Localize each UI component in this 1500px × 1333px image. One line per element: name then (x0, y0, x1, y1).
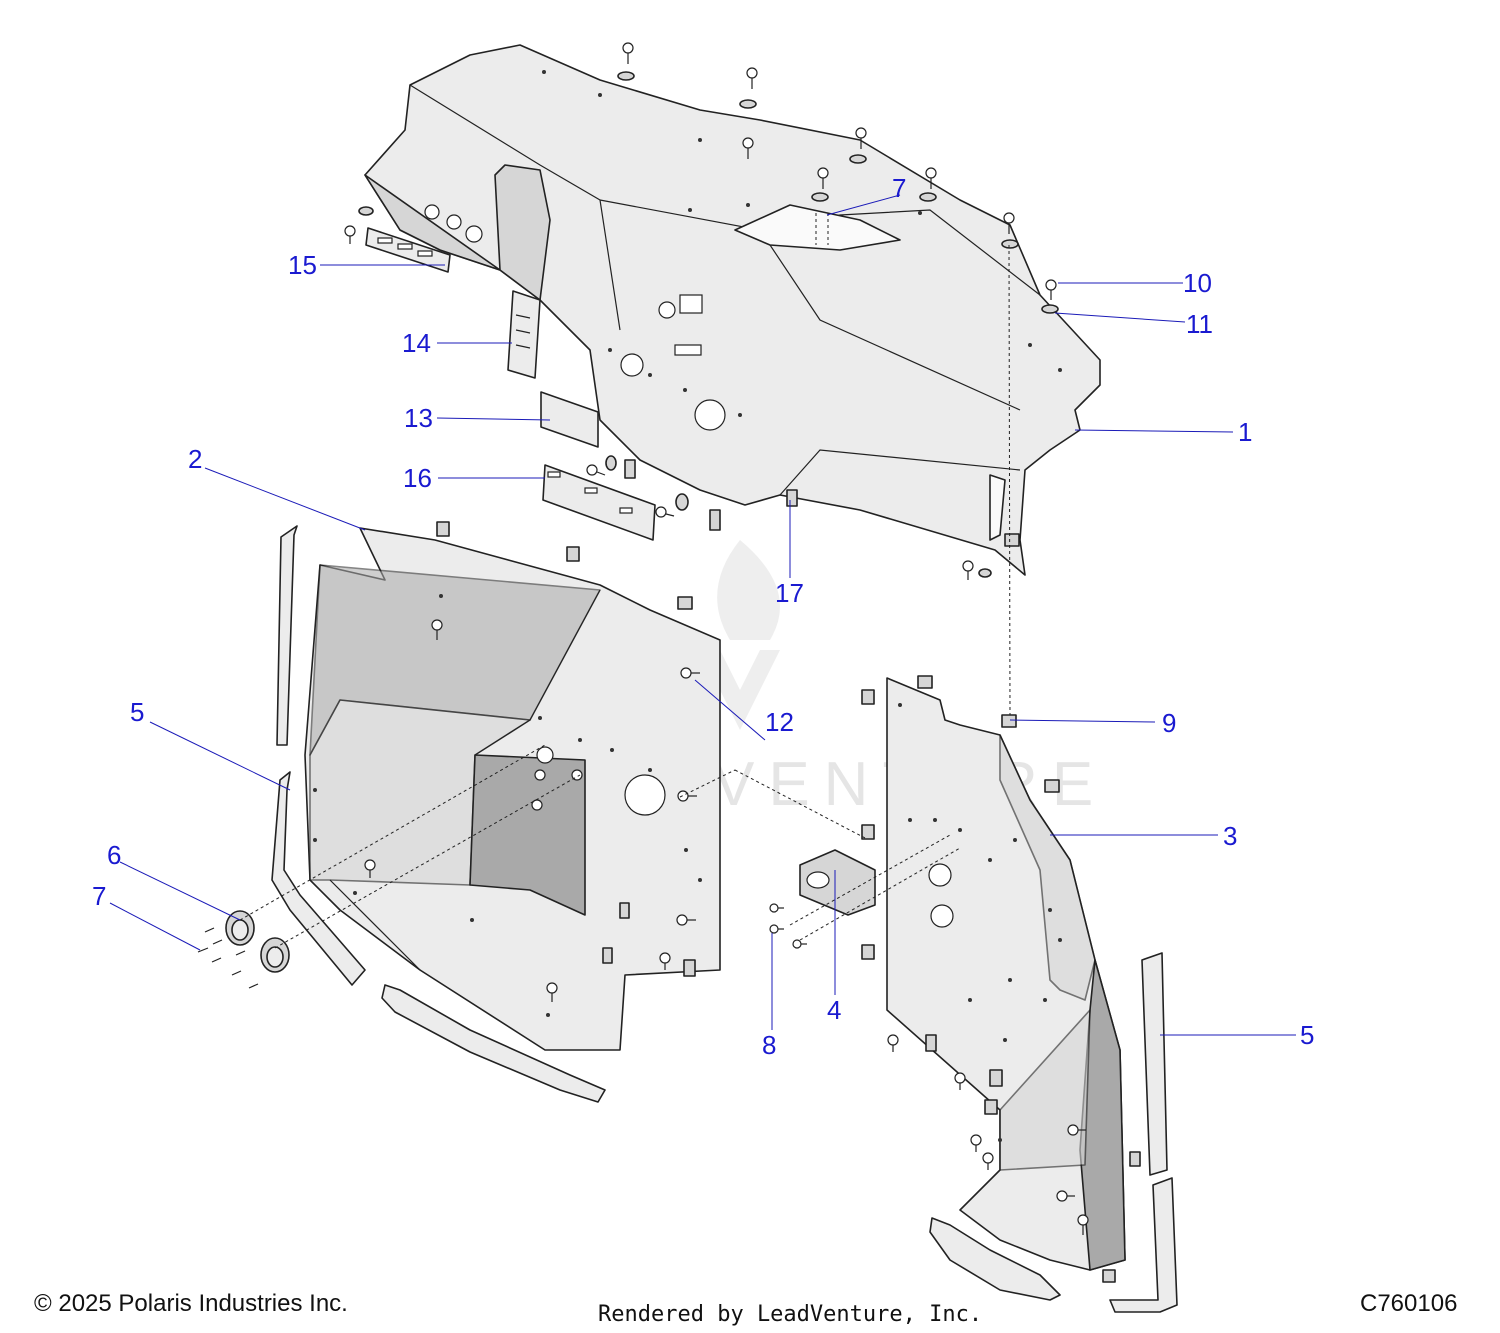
part-4-bracket (679, 769, 961, 949)
bolt-icon (982, 1152, 994, 1170)
bolt-icon (855, 127, 867, 149)
decal-14 (507, 290, 541, 379)
callout-4: 4 (827, 995, 841, 1025)
bolt-icon (970, 1134, 982, 1152)
screw-icon (769, 903, 784, 913)
bolt-icon (887, 1034, 899, 1052)
callout-13: 13 (404, 403, 433, 433)
bolt-icon (954, 1072, 966, 1090)
part-5-left-strips (271, 525, 606, 1103)
bolt-icon (344, 225, 356, 244)
bolt-icon (925, 167, 937, 189)
diagram-code: C760106 (1360, 1290, 1458, 1317)
bolt-icon (586, 464, 606, 476)
bolt-icon (1067, 1124, 1086, 1136)
bolt-icon (546, 982, 558, 1002)
callout-12: 12 (765, 707, 794, 737)
bolt-icon (1056, 1190, 1075, 1202)
callout-17: 17 (775, 578, 804, 608)
bolt-icon (677, 790, 697, 802)
callout-8: 8 (762, 1030, 776, 1060)
bolt-icon (1077, 1214, 1089, 1235)
callout-2: 2 (188, 444, 202, 474)
part-5-right-strips (929, 952, 1178, 1313)
part-2-left-panel (304, 521, 721, 1051)
bolt-icon (742, 137, 754, 159)
screw-icon (235, 950, 246, 956)
decal-13 (540, 391, 599, 448)
screw-icon (211, 957, 222, 963)
callout-15: 15 (288, 250, 317, 280)
bolt-icon (746, 67, 758, 89)
decals (365, 227, 798, 541)
screw-icon (197, 947, 209, 953)
bolt-icon (659, 952, 671, 970)
screw-icon (248, 983, 259, 989)
callout-7-top: 7 (892, 173, 906, 203)
bolt-icon (817, 167, 829, 189)
callout-10: 10 (1183, 268, 1212, 298)
callout-16: 16 (403, 463, 432, 493)
part-1-upper-panel (364, 44, 1101, 576)
callout-14: 14 (402, 328, 431, 358)
bolt-icon (622, 42, 634, 64)
callout-6: 6 (107, 840, 121, 870)
bolt-icon (655, 506, 675, 518)
bolt-icon (1045, 279, 1057, 300)
callouts: 1 2 3 4 5 5 6 7 7 8 9 10 11 12 13 14 15 … (92, 173, 1314, 1060)
screw-icon (769, 924, 784, 934)
bolt-icon (1003, 212, 1015, 234)
callout-11: 11 (1186, 309, 1213, 339)
bolt-icon (364, 859, 376, 878)
callout-5-right: 5 (1300, 1020, 1314, 1050)
screw-icon (231, 970, 242, 976)
callout-1: 1 (1238, 417, 1252, 447)
screw-icon (204, 927, 215, 933)
callout-3: 3 (1223, 821, 1237, 851)
decal-16 (542, 464, 656, 541)
rendered-by-text: Rendered by LeadVenture, Inc. (598, 1302, 983, 1327)
copyright-text: © 2025 Polaris Industries Inc. (34, 1290, 348, 1317)
callout-7-left: 7 (92, 881, 106, 911)
speaker-assembly-left (197, 744, 581, 989)
screw-icon (212, 939, 223, 945)
bolt-icon (962, 560, 974, 580)
screw-icon (792, 939, 807, 949)
bolt-icon (676, 914, 696, 926)
leader-lines (109, 194, 1296, 1036)
bolt-icon (680, 667, 700, 679)
top-fasteners (344, 42, 1059, 314)
callout-5-left: 5 (130, 697, 144, 727)
callout-9: 9 (1162, 708, 1176, 738)
part-3-right-panel (861, 244, 1141, 1283)
bolt-icon (431, 619, 443, 640)
